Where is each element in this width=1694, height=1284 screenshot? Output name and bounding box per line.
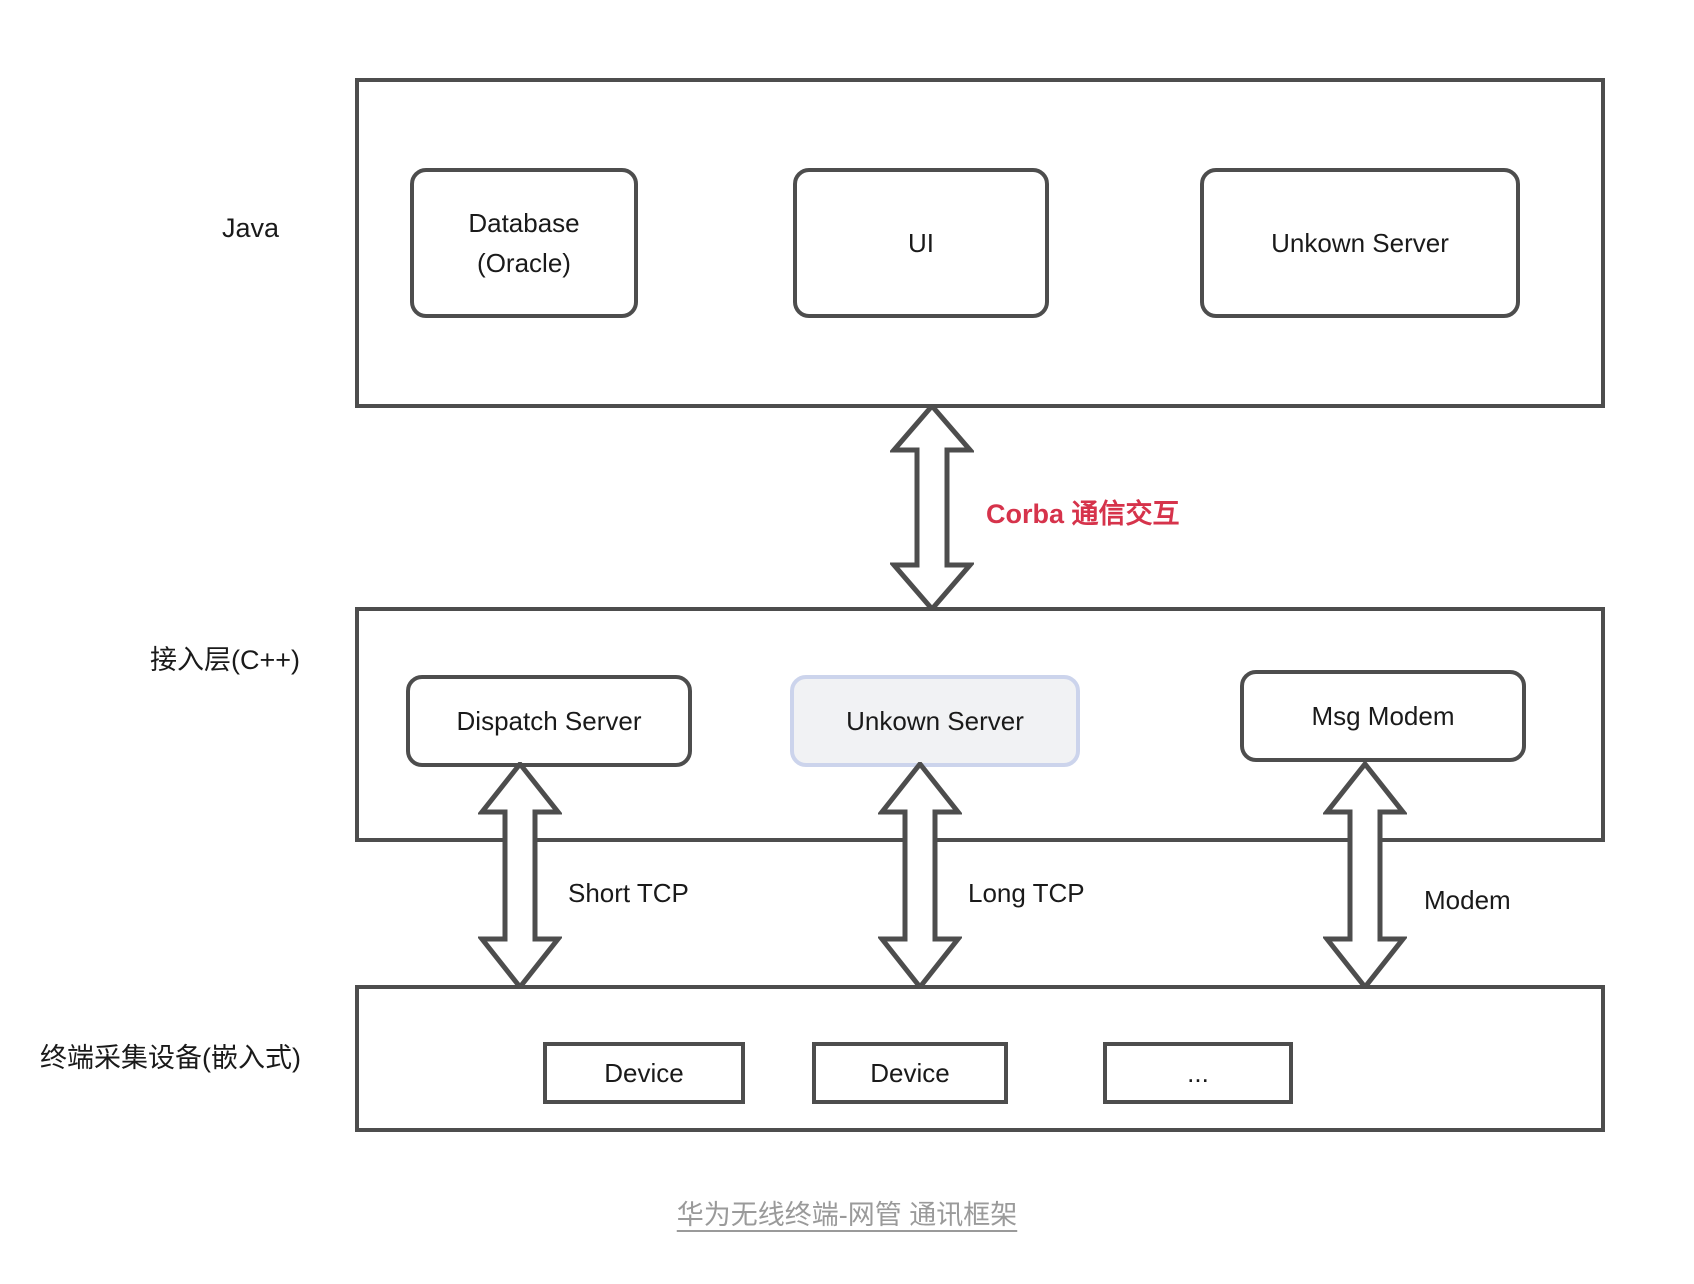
node-device-2[interactable]: Device [812, 1042, 1008, 1104]
layer-label-terminal: 终端采集设备(嵌入式) [40, 1043, 301, 1073]
node-msg-modem-label: Msg Modem [1311, 700, 1455, 731]
node-device-1-label: Device [604, 1057, 684, 1088]
node-database-label-line2: (Oracle) [477, 248, 571, 278]
node-dispatch-server[interactable]: Dispatch Server [406, 675, 692, 767]
node-unkown-server-java[interactable]: Unkown Server [1200, 168, 1520, 318]
node-msg-modem[interactable]: Msg Modem [1240, 670, 1526, 762]
double-arrow-icon [876, 759, 964, 992]
layer-label-java: Java [222, 213, 280, 243]
connector-label-modem: Modem [1424, 885, 1511, 915]
diagram-caption: 华为无线终端-网管 通讯框架 [676, 1200, 1018, 1230]
double-arrow-icon [476, 759, 564, 992]
connector-label-long-tcp: Long TCP [968, 878, 1085, 908]
layer-label-access: 接入层(C++) [150, 645, 301, 675]
layer-container-terminal[interactable] [355, 985, 1605, 1132]
node-unkown-server-cpp-label: Unkown Server [846, 705, 1024, 736]
node-ui-label: UI [908, 227, 934, 258]
connector-arrow-short-tcp[interactable] [476, 759, 564, 992]
connector-label-short-tcp: Short TCP [568, 878, 689, 908]
node-database-label-line1: Database [468, 207, 580, 238]
layer-container-access[interactable] [355, 607, 1605, 842]
node-ui[interactable]: UI [793, 168, 1049, 318]
connector-arrow-long-tcp[interactable] [876, 759, 964, 992]
node-dispatch-server-label: Dispatch Server [456, 705, 642, 736]
node-device-2-label: Device [870, 1057, 950, 1088]
double-arrow-icon [888, 402, 976, 613]
connector-arrow-modem[interactable] [1321, 759, 1409, 992]
layer-container-java[interactable] [355, 78, 1605, 408]
connector-arrow-corba[interactable] [888, 402, 976, 613]
node-device-ellipsis-label: ... [1187, 1057, 1209, 1088]
node-unkown-server-cpp[interactable]: Unkown Server [790, 675, 1080, 767]
connector-label-corba: Corba 通信交互 [986, 499, 1180, 529]
node-device-1[interactable]: Device [543, 1042, 745, 1104]
node-database[interactable]: Database (Oracle) [410, 168, 638, 318]
node-unkown-server-java-label: Unkown Server [1271, 227, 1449, 258]
double-arrow-icon [1321, 759, 1409, 992]
node-device-ellipsis[interactable]: ... [1103, 1042, 1293, 1104]
